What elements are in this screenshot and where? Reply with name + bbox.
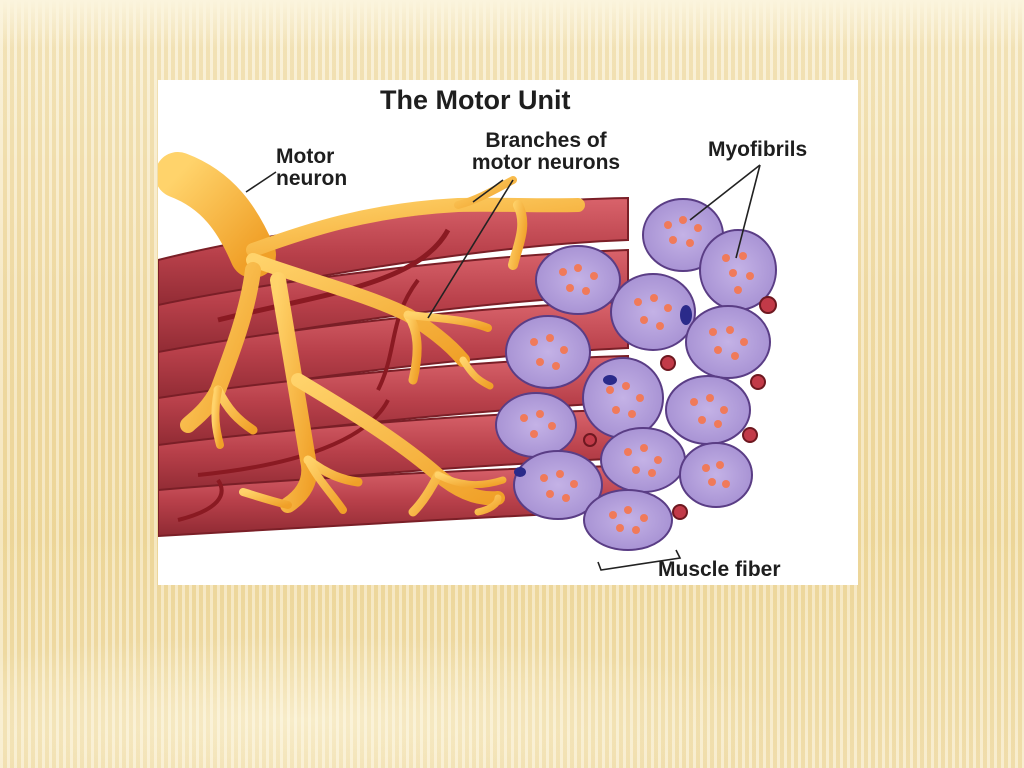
- label-motor-neuron-line1: Motor: [276, 145, 335, 168]
- leader-lines: [245, 164, 761, 571]
- motor-unit-figure: The Motor Unit Motor neuron Branches of …: [158, 80, 858, 585]
- motor-neuron-branches: [158, 152, 585, 517]
- fiber-cross-sections: [495, 198, 777, 551]
- label-myofibrils: Myofibrils: [708, 138, 808, 161]
- label-branches-line2: motor neurons: [471, 151, 621, 175]
- diagram-title: The Motor Unit: [380, 85, 571, 115]
- label-motor-neuron-line2: neuron: [276, 167, 348, 191]
- label-branches-line1: Branches of: [485, 129, 607, 152]
- label-motor-neuron: Motor neuron: [276, 145, 386, 191]
- label-muscle-fiber: Muscle fiber: [658, 558, 781, 581]
- motor-unit-illustration: [158, 152, 777, 571]
- myofibril-dots: [520, 216, 754, 534]
- label-branches-of-motor-neurons: Branches of motor neurons: [431, 129, 661, 175]
